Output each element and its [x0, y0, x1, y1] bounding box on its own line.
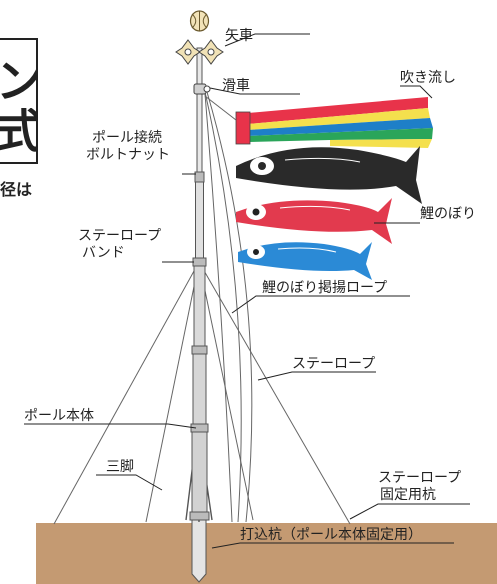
title-line-2: 式	[0, 108, 36, 154]
carp-black-icon	[236, 146, 422, 204]
label-driving-stake: 打込杭（ポール本体固定用）	[240, 527, 422, 543]
label-stay-band-1: ステーロープ	[78, 228, 162, 244]
carp-blue-icon	[238, 242, 372, 280]
label-koinobori: 鯉のぼり	[420, 206, 476, 222]
carp-red-icon	[236, 198, 392, 244]
label-hoist-rope: 鯉のぼり掲揚ロープ	[262, 280, 388, 296]
label-pulley: 滑車	[222, 78, 250, 94]
pole-top-ball-icon	[189, 10, 210, 32]
driving-stake	[191, 519, 207, 583]
label-pole-body: ポール本体	[24, 408, 94, 424]
label-stake-2: 固定用杭	[380, 487, 436, 503]
label-arrow-wheel: 矢車	[225, 28, 253, 44]
label-pole-joint-1: ポール接続	[92, 130, 162, 146]
label-streamer: 吹き流し	[400, 70, 456, 86]
pulley	[193, 83, 211, 95]
streamer-icon	[204, 95, 433, 148]
title-box: ン 式	[0, 38, 38, 164]
title-line-1: ン	[0, 58, 36, 104]
side-note: 径は	[0, 180, 33, 199]
label-stay-rope: ステーロープ	[292, 356, 376, 372]
stay-ropes	[53, 261, 351, 525]
label-stake-1: ステーロープ	[378, 470, 462, 486]
ground	[36, 523, 497, 584]
hoist-rope	[204, 91, 253, 523]
arrow-wheel-icon	[175, 39, 224, 65]
label-stay-band-2: バンド	[82, 245, 125, 261]
label-tripod: 三脚	[106, 459, 134, 475]
pole	[189, 47, 210, 521]
label-pole-joint-2: ボルトナット	[86, 147, 170, 163]
leader-lines	[24, 33, 470, 549]
